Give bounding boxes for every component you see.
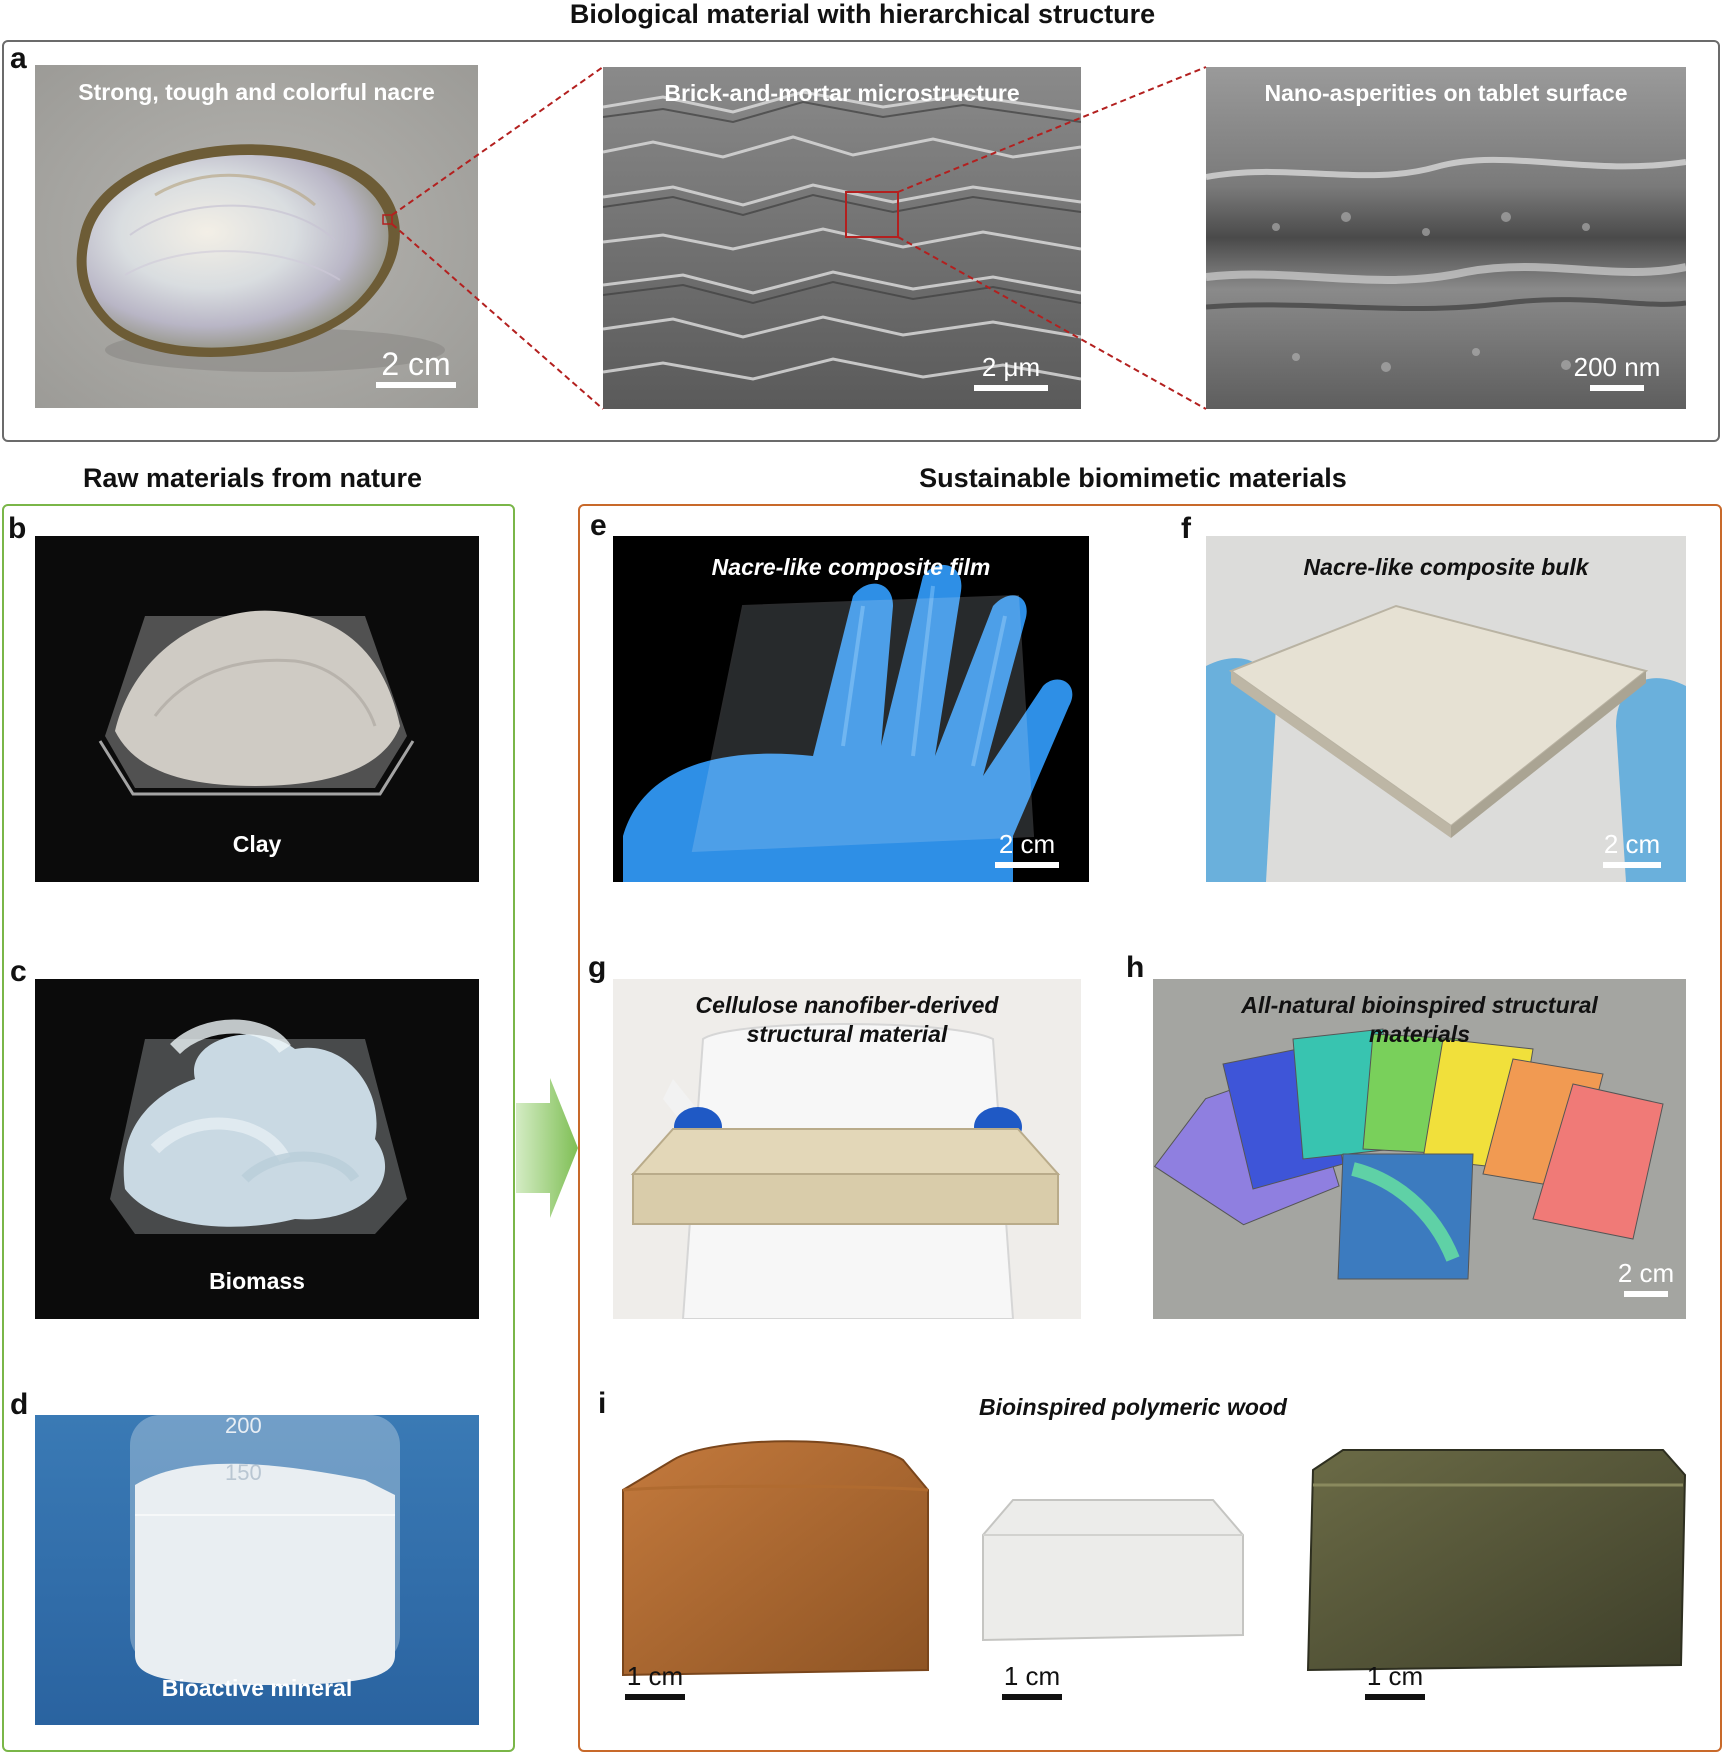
colorful-tiles-photo: All-natural bioinspired structural mater…: [1153, 979, 1686, 1319]
wood-scale-line-1: [625, 1694, 685, 1700]
tiles-scale-line: [1624, 1291, 1668, 1297]
cellulose-material-photo: Cellulose nanofiber-derived structural m…: [613, 979, 1081, 1319]
sustainable-frame: [578, 504, 1722, 1752]
brown-wood-block: [622, 1440, 929, 1677]
nano-scale-bar: 200 nm: [1572, 353, 1662, 391]
panel-label-i: i: [598, 1387, 607, 1420]
section-title-raw-materials: Raw materials from nature: [82, 463, 423, 493]
wood-scale-label-2: 1 cm: [1003, 1661, 1061, 1691]
nano-scale-line: [1590, 385, 1644, 391]
wood-scale-line-2: [1002, 1694, 1062, 1700]
bulk-scale-bar: 2 cm: [1598, 830, 1666, 868]
bioactive-mineral-caption: Bioactive mineral: [161, 1675, 353, 1701]
panel-a-frame: [2, 40, 1720, 442]
shell-scale-bar: 2 cm: [376, 346, 456, 388]
cellulose-caption-line2: structural material: [746, 1021, 948, 1047]
shell-scale-line: [376, 382, 456, 388]
clay-caption: Clay: [232, 831, 282, 857]
shell-scale-label: 2 cm: [381, 346, 451, 382]
panel-label-h: h: [1126, 951, 1145, 984]
clay-photo: Clay: [35, 536, 479, 882]
polymeric-wood-caption: Bioinspired polymeric wood: [979, 1394, 1287, 1420]
polymeric-wood-blocks: [622, 1440, 1687, 1677]
brick-mortar-sem-photo: Brick-and-mortar microstructure 2 μm: [603, 67, 1081, 409]
panel-label-e: e: [590, 509, 607, 542]
cellulose-caption-line1: Cellulose nanofiber-derived: [695, 992, 999, 1018]
sem-micro-illustration: [603, 67, 1081, 409]
micro-scale-line: [974, 385, 1048, 391]
all-natural-caption: All-natural bioinspired structural mater…: [1153, 991, 1686, 1049]
panel-label-g: g: [588, 951, 607, 984]
all-natural-caption-line1: All-natural bioinspired structural: [1241, 992, 1598, 1018]
composite-bulk-illustration: [1206, 536, 1686, 882]
green-arrow-icon: [516, 1078, 578, 1218]
colored-tiles-illustration: [1153, 979, 1686, 1319]
micro-scale-label: 2 μm: [981, 352, 1041, 382]
panel-label-a: a: [10, 42, 27, 75]
wood-scale-label-3: 1 cm: [1366, 1661, 1424, 1691]
composite-film-photo: Nacre-like composite film 2 cm: [613, 536, 1089, 882]
wood-scale-bar-3: 1 cm: [1360, 1662, 1430, 1700]
shell-caption: Strong, tough and colorful nacre: [78, 79, 435, 105]
nano-asperities-sem-photo: Nano-asperities on tablet surface 200 nm: [1206, 67, 1686, 409]
tiles-scale-bar: 2 cm: [1614, 1259, 1678, 1297]
micro-scale-bar: 2 μm: [974, 353, 1048, 391]
cellulose-caption: Cellulose nanofiber-derived structural m…: [613, 991, 1081, 1049]
beaker-mark-200: 200: [225, 1415, 262, 1438]
biomass-photo: Biomass: [35, 979, 479, 1319]
zoom-indicator-lines: [391, 66, 1207, 410]
wood-scale-bar-2: 1 cm: [997, 1662, 1067, 1700]
white-wood-block: [982, 1499, 1244, 1642]
section-title-sustainable: Sustainable biomimetic materials: [919, 463, 1347, 493]
cellulose-slab-illustration: [613, 979, 1081, 1319]
bulk-scale-label: 2 cm: [1603, 829, 1661, 859]
wood-scale-line-3: [1365, 1694, 1425, 1700]
bulk-scale-line: [1603, 862, 1661, 868]
composite-bulk-caption: Nacre-like composite bulk: [1303, 554, 1589, 580]
biomass-illustration: [110, 1019, 407, 1234]
bioactive-mineral-photo: 200 150 Bioactive mineral: [35, 1415, 479, 1725]
dark-wood-block: [1306, 1449, 1687, 1672]
film-scale-label: 2 cm: [998, 829, 1056, 859]
film-scale-line: [995, 862, 1059, 868]
all-natural-caption-line2: materials: [1368, 1021, 1470, 1047]
gloved-hand-film-illustration: [623, 564, 1073, 882]
film-scale-bar: 2 cm: [995, 830, 1059, 868]
sem-nano-illustration: [1206, 67, 1686, 409]
micro-caption: Brick-and-mortar microstructure: [664, 80, 1020, 106]
nano-scale-label: 200 nm: [1573, 352, 1661, 382]
figure-title-hierarchical: Biological material with hierarchical st…: [569, 0, 1156, 29]
biomass-caption: Biomass: [209, 1268, 305, 1294]
wood-scale-bar-1: 1 cm: [620, 1662, 690, 1700]
nacre-shell-photo: Strong, tough and colorful nacre 2 cm: [35, 65, 478, 408]
panel-label-f: f: [1181, 512, 1191, 545]
composite-bulk-photo: Nacre-like composite bulk 2 cm: [1206, 536, 1686, 882]
nano-caption: Nano-asperities on tablet surface: [1264, 80, 1628, 106]
raw-materials-frame: [2, 504, 515, 1752]
panel-label-c: c: [10, 955, 27, 988]
beaker-mark-150: 150: [225, 1460, 262, 1485]
panel-label-b: b: [8, 512, 27, 545]
beaker-illustration: [35, 1415, 479, 1725]
composite-film-caption: Nacre-like composite film: [711, 554, 991, 580]
wood-scale-label-1: 1 cm: [626, 1661, 684, 1691]
panel-label-d: d: [10, 1388, 29, 1421]
tiles-scale-label: 2 cm: [1617, 1258, 1675, 1288]
shell-illustration: [35, 65, 478, 408]
clay-illustration: [98, 610, 415, 796]
